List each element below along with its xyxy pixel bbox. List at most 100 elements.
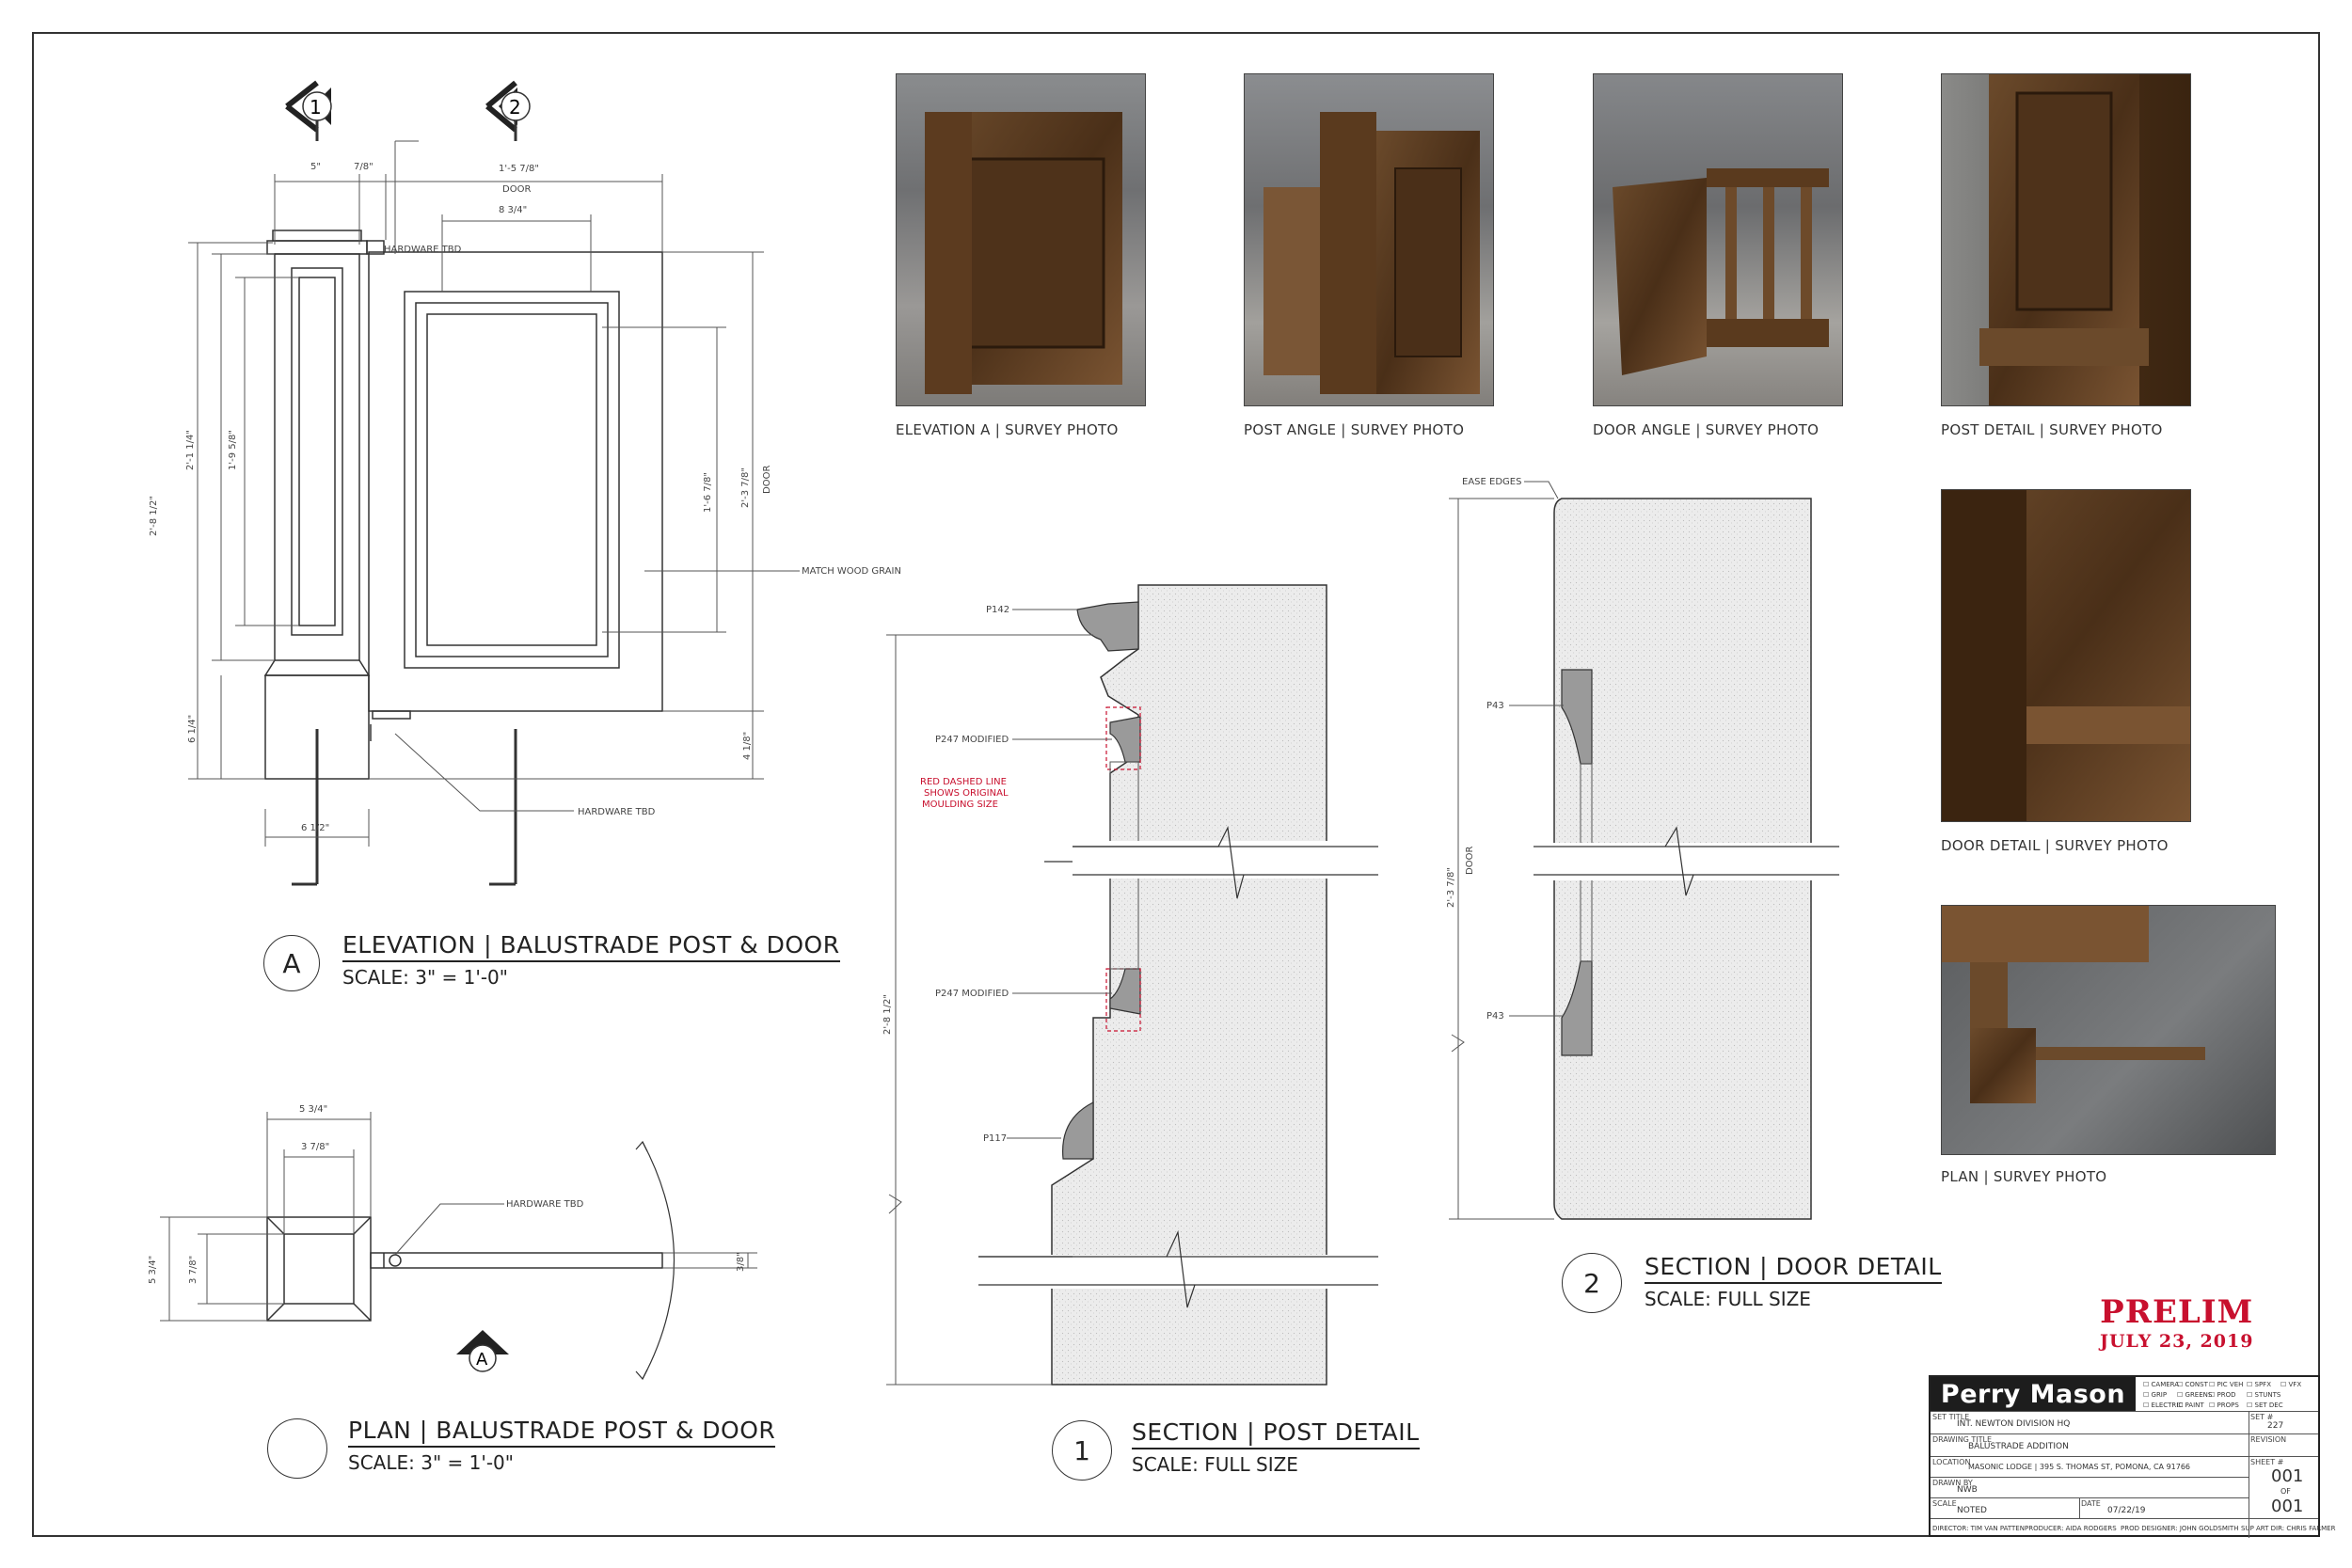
caption-post-angle: POST ANGLE | SURVEY PHOTO [1244,421,1465,438]
chk-electric: ☐ ELECTRIC [2143,1402,2184,1409]
section-door-drawing [1449,481,1844,1220]
photo-elevation-a [896,73,1146,406]
section-post-notes: P142 P247 MODIFIED RED DASHED LINE SHOWS… [882,605,1009,1144]
elevation-a-marker: A [476,1350,488,1370]
dim-overall-height: 2'-8 1/2" [149,496,159,536]
dim-post-upper: 2'-1 1/4" [185,430,196,470]
dim-base-height: 6 1/4" [187,715,198,743]
credit-art-director: SUP ART DIR: CHRIS FARMER [2241,1525,2336,1532]
dim-door-width: 1'-5 7/8" [499,164,539,174]
plan-door-thickness: 3/8" [736,1252,746,1272]
caption-plan: PLAN | SURVEY PHOTO [1941,1168,2107,1185]
credit-designer: PROD DESIGNER: JOHN GOLDSMITH [2121,1525,2239,1532]
drawn-by-value: NWB [1957,1485,1978,1495]
section-door-notes: EASE EDGES P43 P43 2'-3 7/8" DOOR [1446,477,1521,1022]
total-sheets: 001 [2271,1497,2304,1516]
row-drawn-by: DRAWN BY NWB [1931,1477,2249,1497]
drawing-title-value: BALUSTRADE ADDITION [1968,1442,2069,1451]
credit-producer: PRODUCER: AIDA RODGERS [2025,1525,2117,1532]
photo-door-detail [1941,489,2191,822]
note-p43-bottom: P43 [1486,1011,1504,1022]
chk-stunts: ☐ STUNTS [2247,1391,2281,1399]
row-scale-date: SCALE NOTED DATE 07/22/19 [1931,1497,2249,1519]
sheet-number: 001 [2271,1466,2304,1486]
prelim-label: PRELIM [2100,1293,2254,1331]
plan-title-block: PLAN | BALUSTRADE POST & DOOR SCALE: 3" … [348,1417,776,1474]
dim-base-width: 6 1/2" [301,823,329,833]
chk-props: ☐ PROPS [2209,1402,2239,1409]
photo-door-angle [1593,73,1843,406]
section-door-height: 2'-3 7/8" [1446,867,1456,908]
note-p43-top: P43 [1486,701,1504,711]
chk-const: ☐ CONST [2177,1381,2208,1388]
elevation-scale: SCALE: 3" = 1'-0" [342,966,508,989]
note-p142: P142 [986,605,1009,615]
set-title-value: INT. NEWTON DIVISION HQ [1957,1419,2071,1429]
plan-inner-height: 3 7/8" [188,1256,199,1284]
chk-set-dec: ☐ SET DEC [2247,1402,2283,1409]
section-marker-1: 1 [310,96,322,119]
elevation-bubble: A [263,935,320,991]
prelim-date: JULY 23, 2019 [2100,1331,2254,1352]
chk-paint: ☐ PAINT [2177,1402,2204,1409]
red-note-line1: RED DASHED LINE [920,777,1007,787]
chk-grip: ☐ GRIP [2143,1391,2168,1399]
caption-door-detail: DOOR DETAIL | SURVEY PHOTO [1941,837,2169,854]
caption-elevation-a: ELEVATION A | SURVEY PHOTO [896,421,1119,438]
plan-drawing [266,1140,675,1381]
section-post-drawing [886,584,1378,1386]
plan-bubble [267,1418,327,1479]
sheet-of: OF [2280,1487,2291,1496]
row-set-title: SET TITLE INT. NEWTON DIVISION HQ SET # … [1931,1411,2318,1434]
elevation-dim-text: 5" 7/8" 1'-5 7/8" DOOR 8 3/4" HARDWARE T… [149,96,901,833]
dim-door-bottom: 4 1/8" [742,732,753,760]
elevation-dimensions [188,140,800,847]
section-post-bubble: 1 [1052,1420,1112,1481]
row-credits: DIRECTOR: TIM VAN PATTEN PRODUCER: AIDA … [1931,1518,2335,1535]
section-post-title-block: SECTION | POST DETAIL SCALE: FULL SIZE [1132,1418,1420,1476]
chk-greens: ☐ GREENS [2177,1391,2213,1399]
plan-scale: SCALE: 3" = 1'-0" [348,1451,514,1474]
credit-director: DIRECTOR: TIM VAN PATTEN [1932,1525,2025,1532]
caption-post-detail: POST DETAIL | SURVEY PHOTO [1941,421,2163,438]
photo-elevation-a-art [925,112,1122,394]
plan-outer-height: 5 3/4" [148,1256,158,1284]
dim-door-word: DOOR [502,184,531,195]
section-post-height: 2'-8 1/2" [882,994,893,1035]
section-door-scale: SCALE: FULL SIZE [1645,1288,1811,1310]
prelim-stamp: PRELIM JULY 23, 2019 [2100,1293,2253,1352]
note-ease-edges: EASE EDGES [1462,477,1521,487]
section-door-title-block: SECTION | DOOR DETAIL SCALE: FULL SIZE [1645,1253,1942,1310]
dim-post-width: 5" [310,162,321,172]
section-post-title: SECTION | POST DETAIL [1132,1418,1420,1449]
dim-panel-width: 8 3/4" [499,205,527,215]
photo-post-detail [1941,73,2191,406]
note-p247-bottom: P247 MODIFIED [935,989,1009,999]
dim-door-panel-height: 1'-6 7/8" [703,472,713,513]
elevation-title: ELEVATION | BALUSTRADE POST & DOOR [342,931,840,962]
photo-plan-art [1942,906,2205,1103]
photo-post-angle [1244,73,1494,406]
section-marker-2: 2 [509,96,521,119]
caption-door-angle: DOOR ANGLE | SURVEY PHOTO [1593,421,1820,438]
chk-spfx: ☐ SPFX [2247,1381,2272,1388]
match-grain-note: MATCH WOOD GRAIN [802,566,901,577]
location-value: MASONIC LODGE | 395 S. THOMAS ST, POMONA… [1968,1463,2191,1471]
plan-dim-text: 5 3/4" 3 7/8" 5 3/4" 3 7/8" 3/8" HARDWAR… [148,1104,746,1370]
elevation-drawing [263,80,663,886]
note-p247-top: P247 MODIFIED [935,735,1009,745]
section-post-scale: SCALE: FULL SIZE [1132,1453,1298,1476]
scale-value: NOTED [1957,1506,1987,1515]
dim-door-height-word: DOOR [762,466,772,494]
section-door-bubble: 2 [1562,1253,1622,1313]
plan-hardware-note: HARDWARE TBD [506,1199,584,1210]
set-number-value: 227 [2267,1421,2284,1431]
chk-camera: ☐ CAMERA [2143,1381,2180,1388]
hardware-bottom-note: HARDWARE TBD [578,807,656,817]
chk-prod: ☐ PROD [2209,1391,2236,1399]
plan-title: PLAN | BALUSTRADE POST & DOOR [348,1417,776,1448]
section-door-title: SECTION | DOOR DETAIL [1645,1253,1942,1284]
plan-dimensions [160,1112,757,1322]
photo-door-detail-art [1942,490,2190,821]
